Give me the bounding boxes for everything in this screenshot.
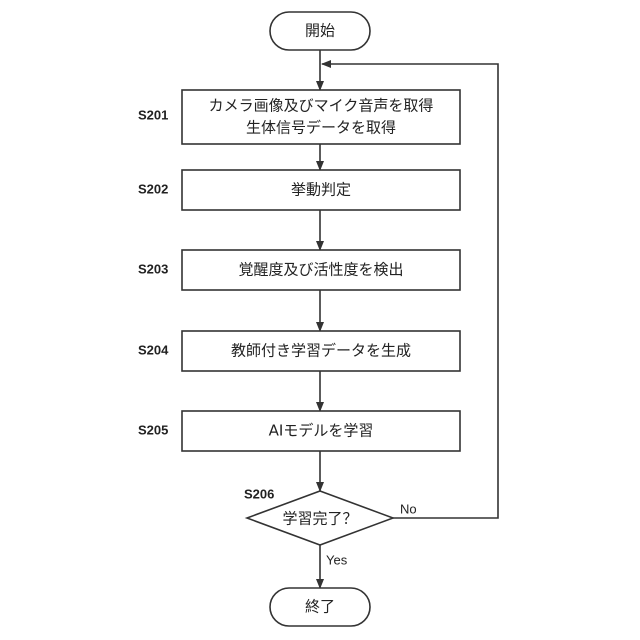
yes-branch-label: Yes xyxy=(326,552,348,567)
process-text-s201-line1: カメラ画像及びマイク音声を取得 xyxy=(209,97,434,115)
process-text-s202: 挙動判定 xyxy=(291,181,351,199)
step-label-s202: S202 xyxy=(138,181,168,196)
step-label-s205: S205 xyxy=(138,422,168,437)
step-label-s203: S203 xyxy=(138,261,168,276)
step-label-s201: S201 xyxy=(138,107,168,122)
end-label: 終了 xyxy=(305,598,335,616)
no-branch-label: No xyxy=(400,501,417,516)
start-label: 開始 xyxy=(305,22,335,40)
decision-text-s206: 学習完了？ xyxy=(282,510,357,528)
step-label-s206: S206 xyxy=(244,486,274,501)
process-text-s201-line2: 生体信号データを取得 xyxy=(246,119,396,137)
process-text-s205: AIモデルを学習 xyxy=(269,422,374,440)
step-label-s204: S204 xyxy=(138,342,169,357)
process-text-s203: 覚醒度及び活性度を検出 xyxy=(238,261,403,279)
process-text-s204: 教師付き学習データを生成 xyxy=(231,342,411,360)
